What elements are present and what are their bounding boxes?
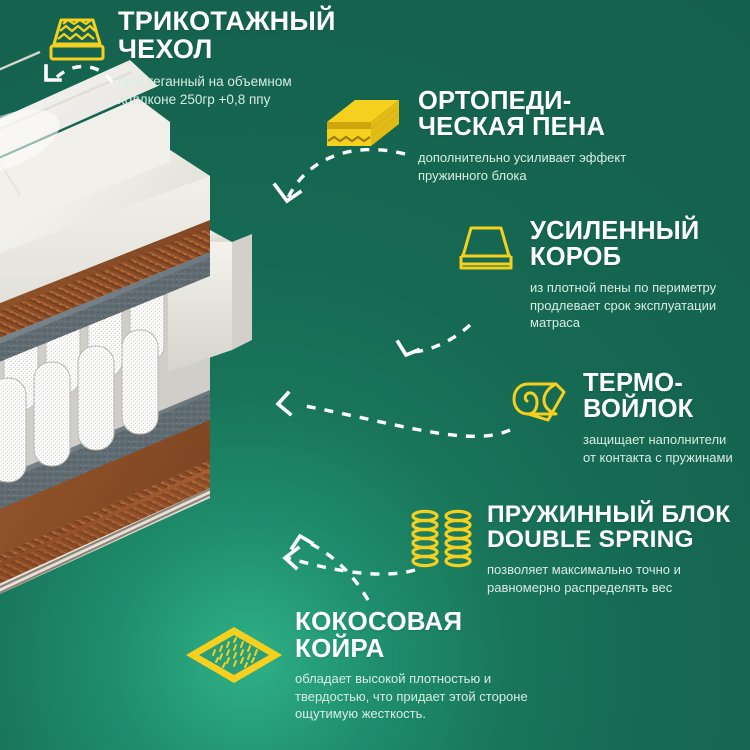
mattress-zigzag-icon [49, 18, 105, 61]
stacked-layers-icon [327, 100, 399, 146]
callout-coconut-coir: КОКОСОВАЯ КОЙРА обладает высокой плотнос… [295, 608, 585, 723]
callout-title-spring-block: ПРУЖИННЫЙ БЛОК DOUBLE SPRING [487, 501, 731, 553]
callout-title-orthopedic-foam: ОРТОПЕДИ- ЧЕСКАЯ ПЕНА [418, 87, 606, 141]
double-coil-spring-icon [411, 509, 472, 568]
spring-row-front [0, 329, 159, 483]
callout-spring-block: ПРУЖИННЫЙ БЛОК DOUBLE SPRING позволяет м… [487, 502, 749, 596]
callout-subtitle-coconut-coir: обладает высокой плотностью и твердостью… [295, 671, 528, 722]
layer-quilted-knit-cover [0, 50, 170, 230]
layer-thermal-felt-upper [0, 252, 210, 362]
layer-coconut-coir-top [0, 220, 210, 338]
callout-knit-cover: ТРИКОТАЖНЫЙ ЧЕХОЛ простеганный на объемн… [118, 6, 368, 110]
callout-subtitle-spring-block: позволяет максимально точно и равномерно… [487, 561, 681, 595]
callout-orthopedic-foam: ОРТОПЕДИ- ЧЕСКАЯ ПЕНА дополнительно усил… [418, 88, 693, 184]
callout-title-thermal-felt: ТЕРМО- ВОЙЛОК [583, 369, 694, 423]
layer-coconut-coir-bottom [0, 420, 210, 594]
callout-title-reinforced-box: УСИЛЕННЫЙ КОРОБ [530, 217, 700, 271]
callout-reinforced-box: УСИЛЕННЫЙ КОРОБ из плотной пены по перим… [530, 218, 745, 332]
callout-subtitle-reinforced-box: из плотной пены по периметру продлевает … [530, 280, 717, 331]
rolled-mat-icon [512, 382, 566, 422]
layer-orthopedic-foam [0, 150, 210, 304]
callout-thermal-felt: ТЕРМО- ВОЙЛОК защищает наполнители от ко… [583, 370, 750, 466]
coir-mat-diamond-icon [186, 627, 282, 683]
callout-title-coconut-coir: КОКОСОВАЯ КОЙРА [295, 606, 463, 663]
callout-subtitle-knit-cover: простеганный на объемном холлконе 250гр … [118, 74, 292, 108]
callout-subtitle-thermal-felt: защищает наполнители от контакта с пружи… [583, 432, 733, 465]
callout-title-knit-cover: ТРИКОТАЖНЫЙ ЧЕХОЛ [118, 6, 336, 64]
mattress-cutaway-illustration [0, 50, 252, 594]
callout-subtitle-orthopedic-foam: дополнительно усиливает эффект пружинног… [418, 150, 627, 183]
mattress-box-outline-icon [459, 226, 513, 270]
